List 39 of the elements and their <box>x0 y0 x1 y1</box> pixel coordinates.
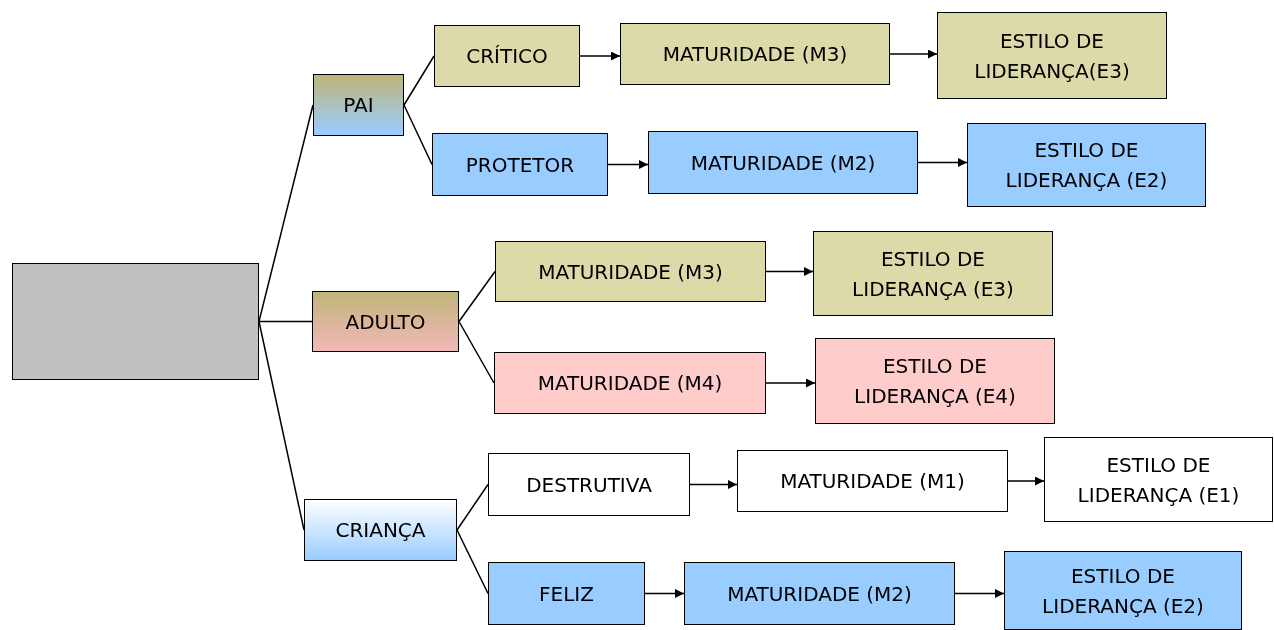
arrow <box>644 589 685 598</box>
category-box: ESTILO DE LIDERANÇA(E3) <box>937 12 1167 99</box>
arrow <box>889 49 938 59</box>
arrow <box>607 160 649 169</box>
category-box: MATURIDADE (M2) <box>684 562 955 625</box>
category-box: CRÍTICO <box>434 25 580 87</box>
category-box: MATURIDADE (M3) <box>495 241 766 302</box>
arrow <box>954 589 1005 598</box>
connector-line <box>258 320 305 531</box>
category-box: MATURIDADE (M2) <box>648 131 918 194</box>
category-box: MATURIDADE (M1) <box>737 450 1008 512</box>
category-box: DESTRUTIVA <box>488 453 690 516</box>
category-box: ESTILO DE LIDERANÇA (E1) <box>1044 437 1273 522</box>
arrow <box>1007 476 1045 486</box>
category-box: CRIANÇA <box>304 499 457 561</box>
category-box: ADULTO <box>312 291 459 352</box>
arrow <box>917 158 968 167</box>
category-box: ESTILO DE LIDERANÇA (E4) <box>815 338 1055 424</box>
category-box: MATURIDADE (M3) <box>620 23 890 85</box>
connector-line <box>258 104 314 323</box>
connector-line <box>456 529 489 595</box>
arrow <box>579 51 621 61</box>
arrow <box>765 267 814 276</box>
category-box: PROTETOR <box>432 133 608 196</box>
category-box: PAI <box>313 74 404 136</box>
connector-line <box>456 483 489 531</box>
category-box: ESTILO DE LIDERANÇA (E2) <box>1004 551 1242 630</box>
connector-line <box>403 104 433 166</box>
category-box: ESTILO DE LIDERANÇA (E2) <box>967 123 1206 207</box>
connector-line <box>458 270 496 323</box>
arrow <box>689 480 738 489</box>
arrow <box>765 378 816 388</box>
empty-box <box>12 263 259 380</box>
connector-line <box>258 320 313 323</box>
category-box: ESTILO DE LIDERANÇA (E3) <box>813 231 1053 316</box>
connector-line <box>403 55 435 106</box>
category-box: FELIZ <box>488 562 645 625</box>
category-box: MATURIDADE (M4) <box>494 352 766 414</box>
connector-line <box>458 320 495 384</box>
